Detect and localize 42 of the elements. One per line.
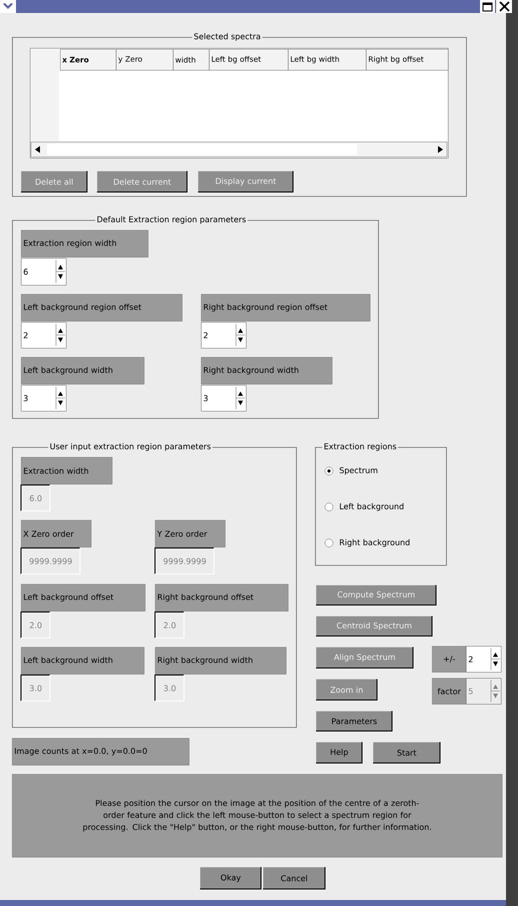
field-label: Left background width (21, 357, 144, 384)
field-label: Left background region offset (21, 294, 182, 322)
spin-box: 2 (201, 322, 246, 348)
field-label: Right background region offset (201, 294, 370, 322)
button: Align Spectrum (316, 646, 414, 668)
field-label: X Zero order (21, 520, 92, 548)
button: Cancel (262, 866, 326, 890)
message-panel: Please position the cursor on the image at the position of the centre of a zeroth-order feature and click the left mouse-button to select a spectrum region for processing. Click the "Help" button, or the right mouse-button, for further information. (12, 774, 502, 858)
field-label: Extraction width (21, 457, 112, 484)
field-label: Extraction region width (21, 230, 148, 258)
input-field: 3.0 (20, 674, 50, 702)
button: Help (316, 742, 362, 764)
field-label: Image counts at x=0.0, y=0.0=0 (12, 738, 190, 766)
spin-box: 3 (201, 385, 246, 412)
field-label: factor (432, 678, 466, 704)
field-label: Y Zero order (155, 520, 226, 548)
spin-box: 2 (21, 322, 66, 348)
button: Display current (198, 170, 294, 192)
field-label: Left background width (21, 647, 144, 674)
spin-box: 5 (466, 678, 502, 704)
input-field: 9999.9999 (20, 548, 80, 574)
field-label: Right background offset (155, 584, 288, 612)
field-label: +/- (432, 646, 466, 672)
button: Compute Spectrum (316, 584, 436, 606)
button: Okay (200, 866, 262, 890)
input-field: 2.0 (20, 612, 50, 638)
input-field: 2.0 (154, 612, 184, 638)
button: Parameters (316, 710, 392, 732)
button: Centroid Spectrum (316, 616, 432, 636)
input-field: 3.0 (154, 674, 184, 702)
input-field: 9999.9999 (154, 548, 214, 574)
spin-box: 3 (21, 385, 66, 412)
spin-box: 6 (21, 258, 66, 286)
field-label: Right background width (201, 357, 332, 384)
button: Zoom in (316, 678, 378, 700)
input-field: 6.0 (20, 484, 50, 512)
field-label: Left background offset (21, 584, 146, 612)
spin-box: 2 (466, 646, 502, 672)
button: Delete current (96, 170, 188, 192)
button: Start (372, 742, 440, 764)
button: Delete all (20, 170, 88, 192)
field-label: Right background width (155, 647, 286, 674)
